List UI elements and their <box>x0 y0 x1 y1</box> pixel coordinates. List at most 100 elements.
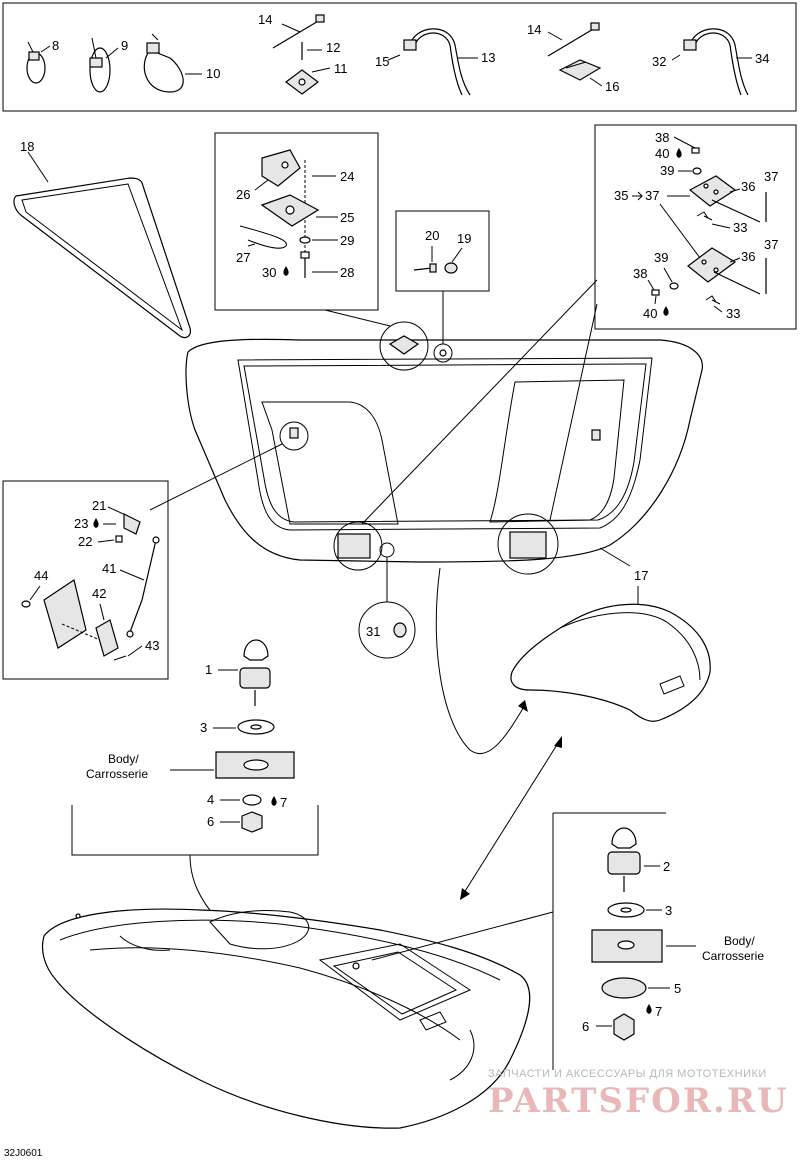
loctite-drop-40a <box>676 148 682 158</box>
label-29: 29 <box>340 233 354 248</box>
screw-12 <box>301 42 322 60</box>
label-14b: 14 <box>527 22 541 37</box>
label-1: 1 <box>205 662 212 677</box>
washer-29 <box>299 236 311 244</box>
label-9: 9 <box>121 38 128 53</box>
storage-cover <box>185 338 703 563</box>
label-43: 43 <box>145 638 159 653</box>
clip-33a <box>696 211 713 221</box>
loctite-drop-7a <box>271 796 277 806</box>
nut-6a <box>241 811 263 833</box>
label-6b: 6 <box>582 1019 589 1034</box>
nut-43 <box>113 655 127 661</box>
label-44: 44 <box>34 568 48 583</box>
label-7a: 7 <box>280 795 287 810</box>
label-39b: 39 <box>654 250 668 265</box>
gasket-18 <box>13 151 191 339</box>
body-label-2b: Carrosserie <box>702 949 764 963</box>
body-label-1b: Body/ <box>724 934 755 948</box>
latch-hook-26 <box>261 149 301 187</box>
label-40b: 40 <box>643 306 657 321</box>
drawing-code: 32J0601 <box>4 1148 43 1159</box>
leader-latch <box>324 309 391 327</box>
label-35: 35 <box>614 188 628 203</box>
nut-6b <box>613 1013 635 1041</box>
spring-27 <box>239 225 287 249</box>
label-5: 5 <box>674 981 681 996</box>
label-42: 42 <box>92 586 106 601</box>
reinforcement-plate <box>43 579 87 649</box>
label-34: 34 <box>755 51 769 66</box>
label-18: 18 <box>20 139 34 154</box>
body-label-1a: Body/ <box>108 752 139 766</box>
leader-hinge-right <box>549 303 598 521</box>
tie-base-11 <box>285 67 331 95</box>
label-32: 32 <box>652 54 666 69</box>
label-33a: 33 <box>733 220 747 235</box>
loctite-drop-40b <box>663 306 669 316</box>
label-25: 25 <box>340 210 354 225</box>
hinge-detail-frame <box>594 124 797 330</box>
label-3b: 3 <box>665 903 672 918</box>
label-23: 23 <box>74 516 88 531</box>
leader-gas-spring <box>149 443 283 511</box>
label-24: 24 <box>340 169 354 184</box>
top-parts-frame <box>2 2 797 112</box>
latch-pin-2 <box>607 827 641 892</box>
label-38b: 38 <box>633 266 647 281</box>
bracket-callout-left <box>279 421 309 451</box>
washer-39b <box>669 282 679 290</box>
callout-bracket-left <box>71 805 319 856</box>
label-39a: 39 <box>660 163 674 178</box>
label-38a: 38 <box>655 130 669 145</box>
assembly-curve <box>435 567 526 754</box>
leader-to-hull-right <box>371 911 554 961</box>
label-11: 11 <box>334 61 348 76</box>
leader-hinge-left <box>361 279 598 525</box>
arrow-35-37 <box>632 191 643 201</box>
label-26: 26 <box>236 187 250 202</box>
latch-callout-circle <box>379 321 429 371</box>
washer-44 <box>21 600 31 608</box>
gas-spring-detail-frame <box>2 480 169 680</box>
body-label-2a: Carrosserie <box>86 767 148 781</box>
label-6a: 6 <box>207 814 214 829</box>
hinge-callout-left <box>333 521 383 571</box>
bracket-21 <box>123 513 141 535</box>
label-41: 41 <box>102 561 116 576</box>
watermark-logo: PARTSFOR.RU <box>488 1081 789 1121</box>
label-2: 2 <box>663 859 670 874</box>
bracket-42 <box>95 619 119 657</box>
label-13: 13 <box>481 50 495 65</box>
label-30: 30 <box>262 265 276 280</box>
cable-tie-9 <box>89 37 119 93</box>
label-36a: 36 <box>741 179 755 194</box>
washer-39a <box>692 167 702 175</box>
label-33b: 33 <box>726 306 740 321</box>
label-37b: 37 <box>764 169 778 184</box>
cable-tie-13 <box>387 28 478 96</box>
latch-base-25 <box>260 194 320 227</box>
hinge-callout-right <box>497 513 559 575</box>
label-3a: 3 <box>200 720 207 735</box>
screw-38b <box>651 289 660 296</box>
label-17: 17 <box>634 568 648 583</box>
washer-4 <box>242 794 262 806</box>
label-16: 16 <box>605 79 619 94</box>
boat-hull <box>41 908 531 1129</box>
latch-pin-1 <box>239 639 271 706</box>
screw-28 <box>300 251 310 278</box>
label-22: 22 <box>78 534 92 549</box>
label-12: 12 <box>326 40 340 55</box>
leader-17 <box>599 547 631 567</box>
loctite-drop-23 <box>93 518 99 528</box>
latch-detail-frame <box>214 132 379 311</box>
fastener-detail-frame <box>395 210 490 292</box>
loctite-drop-30 <box>283 266 289 276</box>
screw-38a <box>691 147 700 154</box>
label-15: 15 <box>375 54 389 69</box>
cable-tie-34 <box>671 28 752 96</box>
clip-16 <box>558 59 603 87</box>
rivet-20 <box>413 246 437 273</box>
